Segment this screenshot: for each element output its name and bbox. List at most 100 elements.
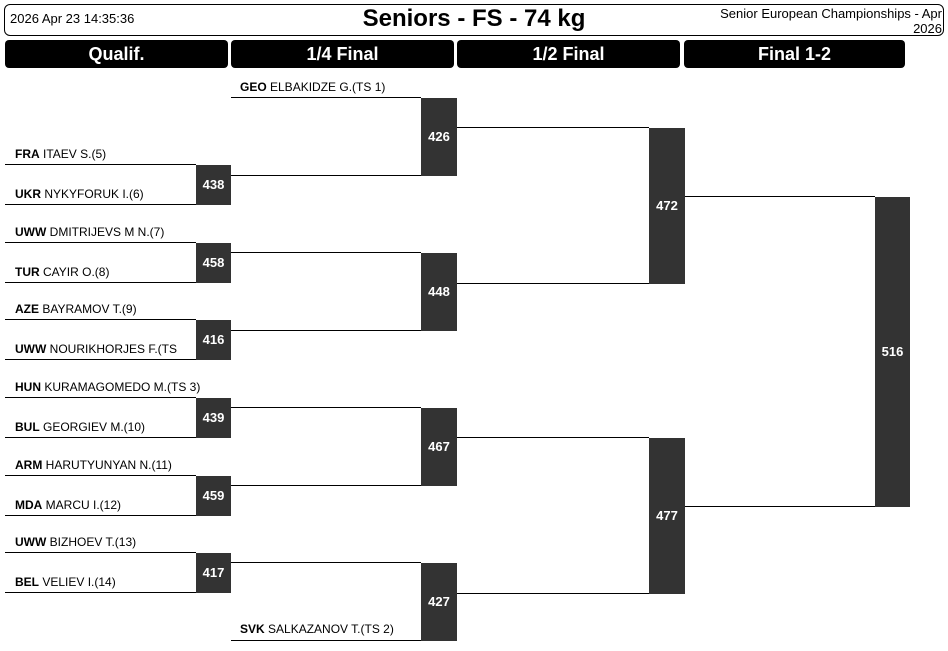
competitor-entry: UKR NYKYFORUK I.(6) [15,187,144,201]
bout-number-text: 417 [202,565,225,580]
bout-number-text: 426 [428,129,450,144]
round-header-semifinal: 1/2 Final [457,40,680,68]
quarterfinal-line [231,252,421,253]
competitor-entry: ARM HARUTYUNYAN N.(11) [15,458,172,472]
header-box [4,4,944,36]
athlete-name: VELIEV I.(14) [39,575,116,589]
print-date: 2026 Apr 23 14:35:36 [10,11,135,26]
country-code: FRA [15,147,40,161]
event-name-line2: 2026 [913,21,942,36]
athlete-name: NOURIKHORJES F.(TS [46,342,178,356]
bout-number: 472 [649,128,685,284]
semifinal-line [457,283,685,284]
competitor-entry: AZE BAYRAMOV T.(9) [15,302,137,316]
competitor-entry: MDA MARCU I.(12) [15,498,121,512]
competitor-entry: UWW DMITRIJEVS M N.(7) [15,225,164,239]
athlete-name: NYKYFORUK I.(6) [41,187,144,201]
athlete-name: SALKAZANOV T.(TS 2) [264,622,394,636]
competitor-entry: SVK SALKAZANOV T.(TS 2) [240,622,394,636]
semifinal-line [457,437,649,438]
athlete-name: GEORGIEV M.(10) [39,420,146,434]
qualif-line [5,204,231,205]
qualif-line [5,164,196,165]
competitor-entry: BEL VELIEV I.(14) [15,575,116,589]
country-code: TUR [15,265,40,279]
country-code: GEO [240,80,267,94]
bout-number: 458 [196,243,231,283]
bout-number-text: 448 [428,284,450,299]
bout-number-text: 439 [202,410,225,425]
quarterfinal-line [231,330,457,331]
bout-number: 467 [421,408,457,486]
competitor-entry: GEO ELBAKIDZE G.(TS 1) [240,80,385,94]
athlete-name: MARCU I.(12) [42,498,122,512]
competitor-entry: HUN KURAMAGOMEDO M.(TS 3) [15,380,200,394]
quarterfinal-line [231,485,457,486]
country-code: HUN [15,380,41,394]
bout-number-final: 516 [875,197,910,507]
quarterfinal-line [231,97,421,98]
competitor-entry: BUL GEORGIEV M.(10) [15,420,145,434]
qualif-line [5,437,231,438]
qualif-line [5,397,196,398]
country-code: UWW [15,535,47,549]
bout-number: 438 [196,165,231,205]
semifinal-line [457,593,685,594]
bout-number: 459 [196,476,231,516]
country-code: SVK [240,622,265,636]
semifinal-line [457,127,649,128]
bout-number: 477 [649,438,685,594]
page-title: Seniors - FS - 74 kg [362,5,586,32]
bout-number-text: 438 [202,177,225,192]
quarterfinal-line [231,640,457,641]
qualif-line [5,592,231,593]
competitor-entry: TUR CAYIR O.(8) [15,265,109,279]
final-line [685,506,910,507]
athlete-name: BIZHOEV T.(13) [46,535,137,549]
bout-number-text: 459 [202,488,225,503]
country-code: BUL [15,420,40,434]
bout-number-text: 467 [428,439,450,454]
quarterfinal-line [231,407,421,408]
qualif-line [5,515,231,516]
athlete-name: BAYRAMOV T.(9) [39,302,137,316]
athlete-name: CAYIR O.(8) [39,265,110,279]
athlete-name: KURAMAGOMEDO M.(TS 3) [41,380,201,394]
bout-number-text: 477 [656,508,678,523]
bout-number-text: 472 [656,198,678,213]
competitor-entry: UWW NOURIKHORJES F.(TS [15,342,177,356]
bout-number: 439 [196,398,231,438]
country-code: BEL [15,575,39,589]
country-code: UWW [15,342,47,356]
bout-number: 417 [196,553,231,593]
round-header-qualif: Qualif. [5,40,228,68]
qualif-line [5,242,196,243]
bout-number-text: 458 [202,255,225,270]
final-line [685,196,875,197]
bout-number-text: 516 [881,344,904,359]
qualif-line [5,282,231,283]
qualif-line [5,552,196,553]
athlete-name: ITAEV S.(5) [39,147,107,161]
athlete-name: HARUTYUNYAN N.(11) [42,458,172,472]
bout-number-text: 427 [428,594,450,609]
competitor-entry: UWW BIZHOEV T.(13) [15,535,136,549]
country-code: AZE [15,302,39,316]
country-code: UWW [15,225,47,239]
event-name: Senior European Championships - Apr 2026 [682,6,942,36]
country-code: MDA [15,498,43,512]
bout-number: 426 [421,98,457,176]
bout-number: 427 [421,563,457,641]
athlete-name: ELBAKIDZE G.(TS 1) [266,80,386,94]
event-name-line1: Senior European Championships - Apr [720,6,942,21]
bout-number-text: 416 [202,332,225,347]
bout-number: 448 [421,253,457,331]
bout-number: 416 [196,320,231,360]
country-code: UKR [15,187,41,201]
qualif-line [5,359,231,360]
quarterfinal-line [231,175,457,176]
round-header-final: Final 1-2 [684,40,905,68]
qualif-line [5,319,196,320]
qualif-line [5,475,196,476]
competitor-entry: FRA ITAEV S.(5) [15,147,106,161]
